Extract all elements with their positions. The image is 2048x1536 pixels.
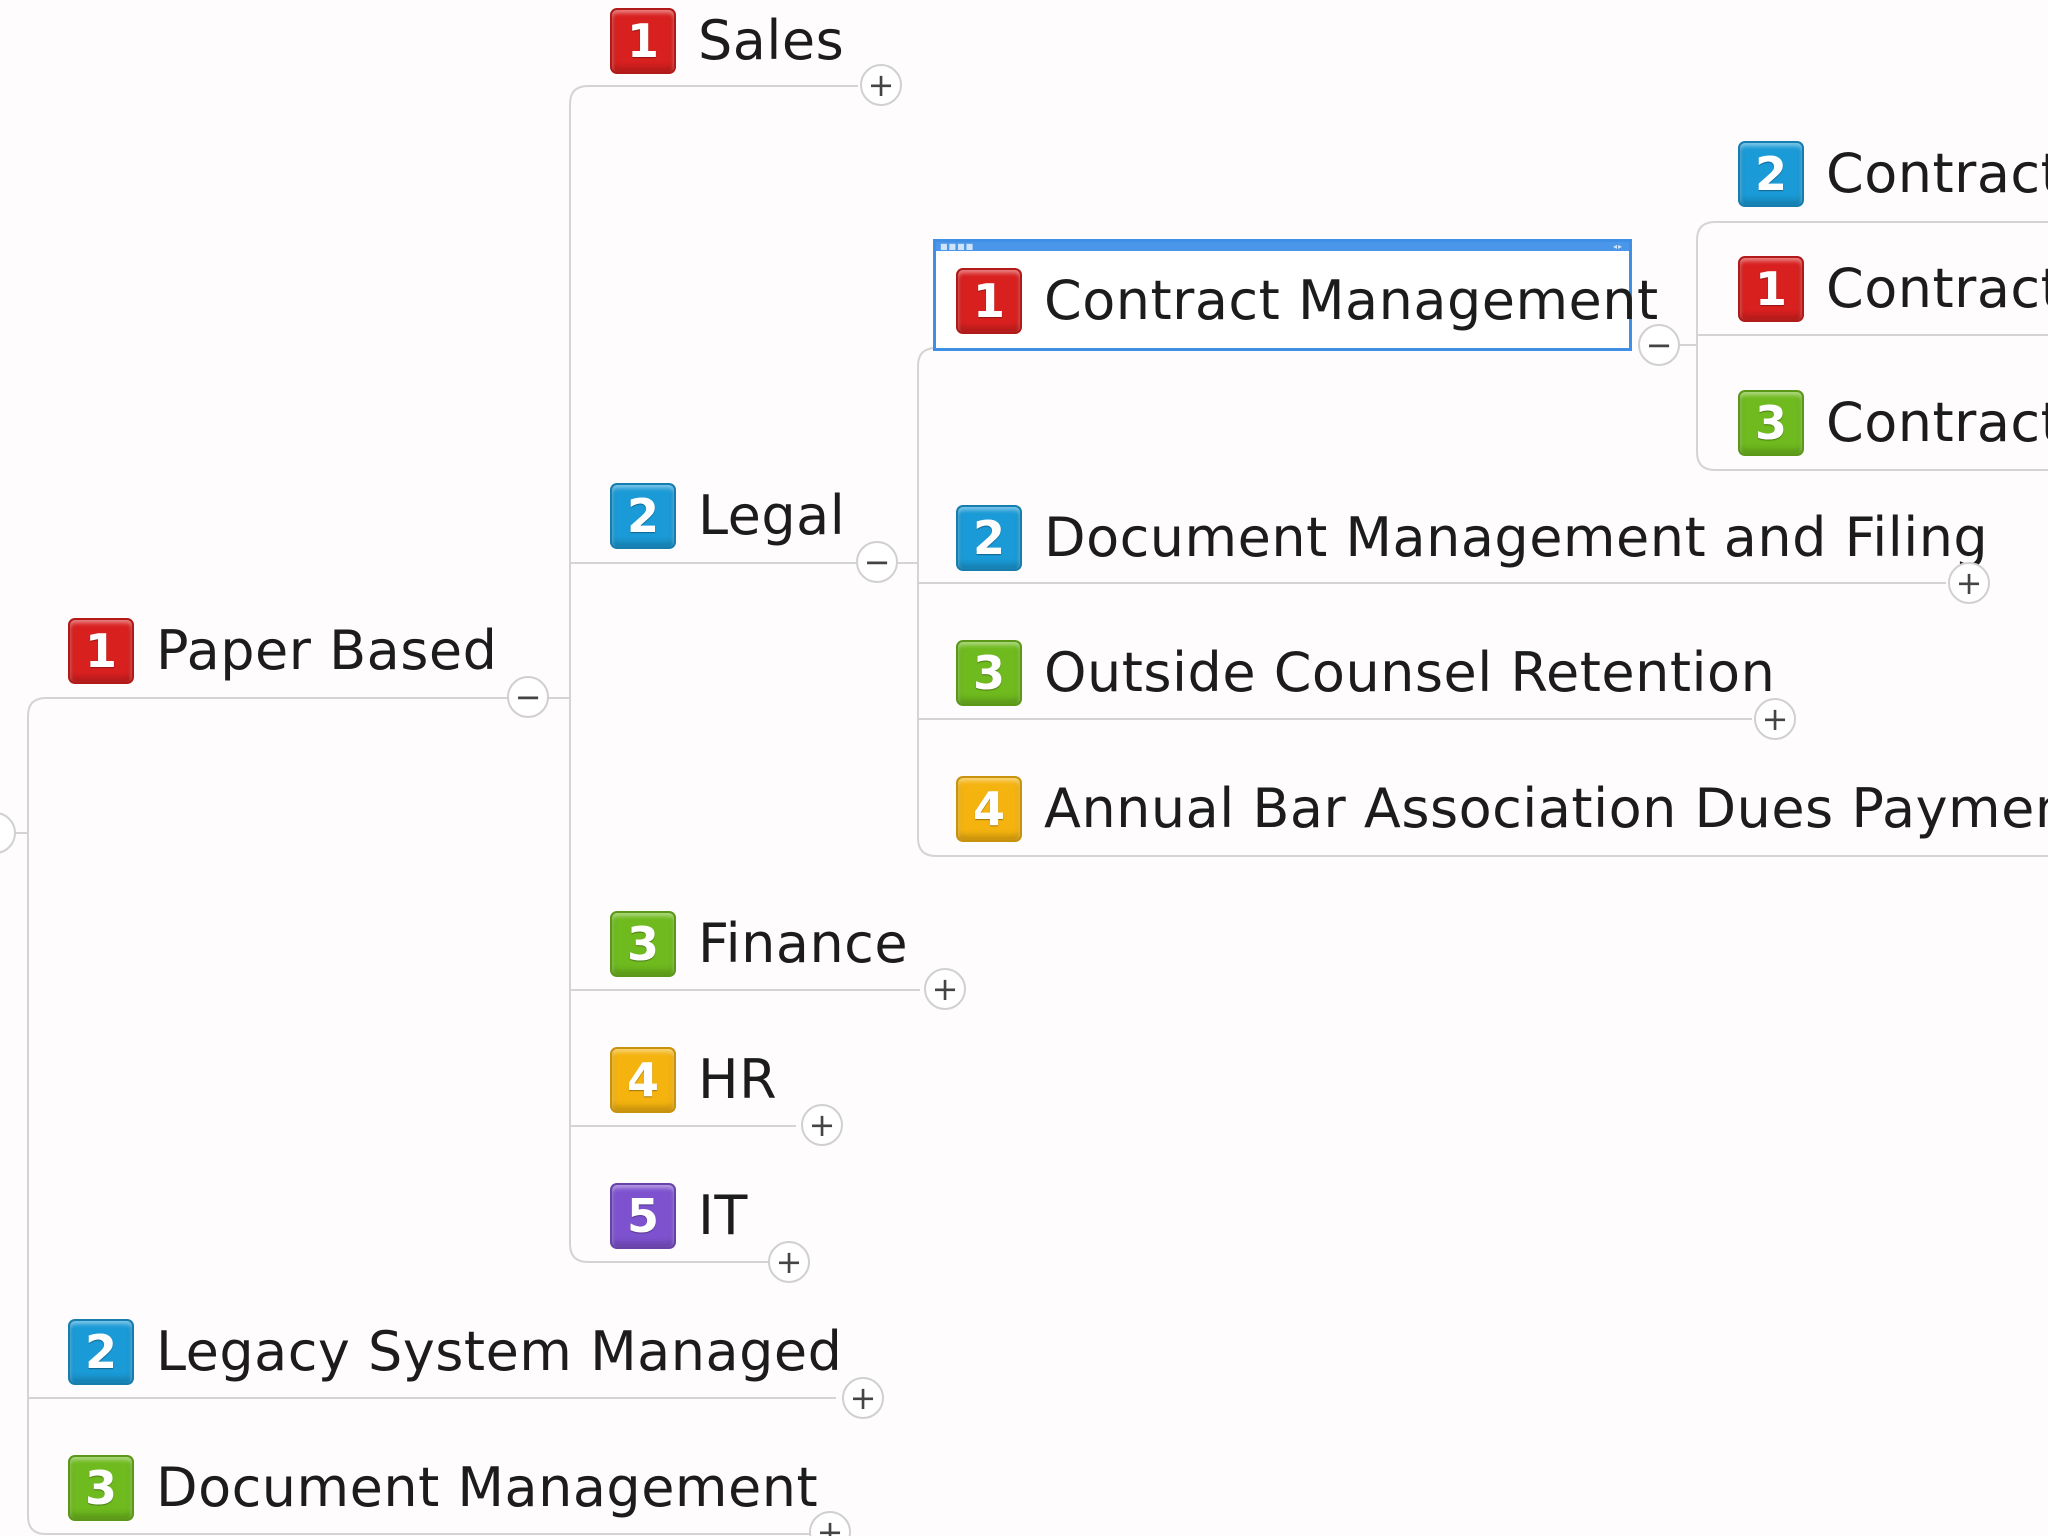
node-label: IT [698,1184,748,1247]
priority-3-icon: 3 [1738,390,1804,456]
legal-collapse-toggle[interactable]: − [856,541,898,583]
node-contract-c[interactable]: 3 Contract [1738,390,2048,456]
document-management-and-filing-expand-toggle[interactable]: + [1948,562,1990,604]
priority-3-icon: 3 [68,1455,134,1521]
sales-expand-toggle[interactable]: + [860,64,902,106]
node-it[interactable]: 5 IT [610,1183,748,1249]
legacy-system-managed-expand-toggle[interactable]: + [842,1377,884,1419]
node-label: HR [698,1048,778,1111]
node-label: Legal [698,484,846,547]
node-annual-bar-association-dues[interactable]: 4 Annual Bar Association Dues Payments [956,776,2048,842]
drag-grip-icon[interactable]: ■■■■ [940,242,975,251]
priority-2-icon: 2 [956,505,1022,571]
node-document-management[interactable]: 3 Document Management [68,1455,818,1521]
priority-3-icon: 3 [610,911,676,977]
node-label: Document Management and Filing [1044,506,1989,569]
priority-1-icon: 1 [610,8,676,74]
priority-4-icon: 4 [956,776,1022,842]
node-label: Outside Counsel Retention [1044,641,1776,704]
outside-counsel-retention-expand-toggle[interactable]: + [1754,698,1796,740]
node-label: Document Management [156,1456,819,1519]
resize-grip-icon[interactable]: ◂▸ [1612,242,1623,251]
node-paper-based[interactable]: 1 Paper Based [68,618,497,684]
node-label: Legacy System Managed [156,1320,843,1383]
priority-1-icon: 1 [956,268,1022,334]
node-label: Annual Bar Association Dues Payments [1044,777,2048,840]
selection-title-bar[interactable] [936,242,1629,251]
priority-4-icon: 4 [610,1047,676,1113]
node-label: Contract [1826,257,2048,320]
it-expand-toggle[interactable]: + [768,1241,810,1283]
paper-based-collapse-toggle[interactable]: − [507,676,549,718]
priority-1-icon: 1 [68,618,134,684]
node-label: Contract Management [1044,269,1659,332]
priority-5-icon: 5 [610,1183,676,1249]
node-contract-management[interactable]: 1 Contract Management [956,268,1659,334]
node-legal[interactable]: 2 Legal [610,483,845,549]
selected-node-frame: ■■■■ ◂▸ [933,239,1632,351]
node-sales[interactable]: 1 Sales [610,8,844,74]
node-label: Finance [698,912,909,975]
finance-expand-toggle[interactable]: + [924,968,966,1010]
priority-1-icon: 1 [1738,256,1804,322]
contract-management-collapse-toggle[interactable]: − [1638,324,1680,366]
node-hr[interactable]: 4 HR [610,1047,777,1113]
priority-2-icon: 2 [68,1319,134,1385]
node-finance[interactable]: 3 Finance [610,911,908,977]
node-outside-counsel-retention[interactable]: 3 Outside Counsel Retention [956,640,1775,706]
node-label: Sales [698,9,845,72]
priority-3-icon: 3 [956,640,1022,706]
node-legacy-system-managed[interactable]: 2 Legacy System Managed [68,1319,842,1385]
hr-expand-toggle[interactable]: + [801,1104,843,1146]
priority-2-icon: 2 [610,483,676,549]
node-label: Contract [1826,391,2048,454]
priority-2-icon: 2 [1738,141,1804,207]
node-label: Paper Based [156,619,498,682]
node-contract-a[interactable]: 2 Contract [1738,141,2048,207]
node-contract-b[interactable]: 1 Contract [1738,256,2048,322]
node-label: Contract [1826,142,2048,205]
node-document-management-and-filing[interactable]: 2 Document Management and Filing [956,505,1988,571]
